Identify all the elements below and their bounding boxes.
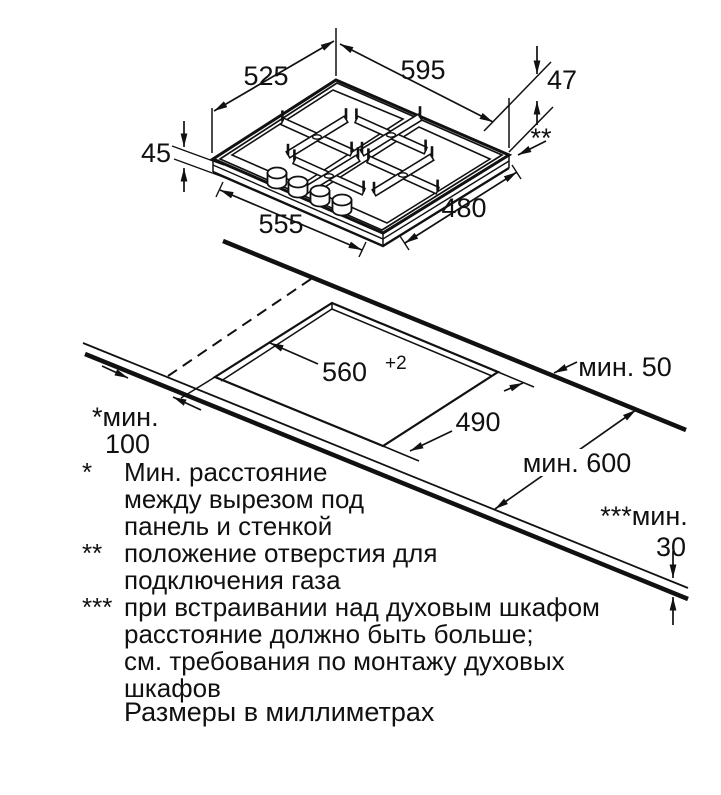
dim-label-width-595: 595 — [400, 55, 445, 85]
dim-label-height-45: 45 — [141, 138, 171, 168]
footnote-min-distance: * Мин. расстояние между вырезом под пане… — [82, 457, 365, 541]
footnote-line: панель и стенкой — [124, 511, 333, 541]
dim-label-cutout-width-tolerance: +2 — [385, 353, 407, 374]
footnote-line: подключения газа — [124, 565, 341, 595]
dim-label-width-555: 555 — [258, 209, 303, 239]
footnote-line: положение отверстия для — [124, 538, 438, 568]
footnote-line: Мин. расстояние — [124, 457, 328, 487]
gas-position-marker: ** — [530, 123, 552, 153]
footnote-gas-connection: ** положение отверстия для подключения г… — [82, 538, 438, 595]
footnote-line: расстояние должно быть больше; — [124, 619, 534, 649]
worktop-front-top-edge — [82, 342, 689, 589]
control-knob-1 — [266, 166, 288, 190]
footnote-marker-3: *** — [82, 592, 113, 622]
grate-frame-right — [315, 126, 492, 224]
side-wall-dashed-line — [167, 278, 312, 377]
units-note: Размеры в миллиметрах — [124, 697, 435, 727]
worktop-cutout-view — [82, 238, 689, 625]
dim-label-oven-clearance: ***мин. — [600, 501, 688, 531]
dim-label-rear-wall-clearance: мин. 50 — [578, 352, 672, 382]
footnote-line: шкафов — [124, 673, 221, 703]
footnote-marker-2: ** — [82, 538, 103, 568]
control-knob-4 — [331, 193, 353, 217]
dim-label-side-clearance-value: 100 — [105, 429, 150, 459]
footnote-line: между вырезом под — [124, 484, 365, 514]
control-knob-3 — [309, 184, 331, 208]
dim-label-oven-clearance-value: 30 — [656, 532, 686, 562]
dim-label-depth-525: 525 — [243, 61, 288, 91]
footnote-line: см. требования по монтажу духовых — [124, 646, 565, 676]
dim-label-gas-offset-47: 47 — [547, 65, 577, 95]
dim-label-depth-480: 480 — [441, 193, 486, 223]
dim-label-cutout-depth-490: 490 — [455, 407, 500, 437]
top-view-dimension-lines — [171, 28, 554, 258]
footnote-marker-1: * — [82, 457, 93, 487]
dim-label-side-clearance: *мин. — [92, 402, 159, 432]
control-knob-2 — [287, 175, 309, 199]
min600-label-background — [513, 449, 643, 476]
hob-rim — [218, 82, 504, 231]
dim-label-cutout-width-560: 560 — [322, 357, 367, 387]
footnote-oven-installation: *** при встраивании над духовым шкафом р… — [82, 592, 600, 703]
dim-label-worktop-depth: мин. 600 — [523, 448, 632, 478]
footnote-line: при встраивании над духовым шкафом — [124, 592, 600, 622]
rear-wall-line — [222, 238, 687, 433]
